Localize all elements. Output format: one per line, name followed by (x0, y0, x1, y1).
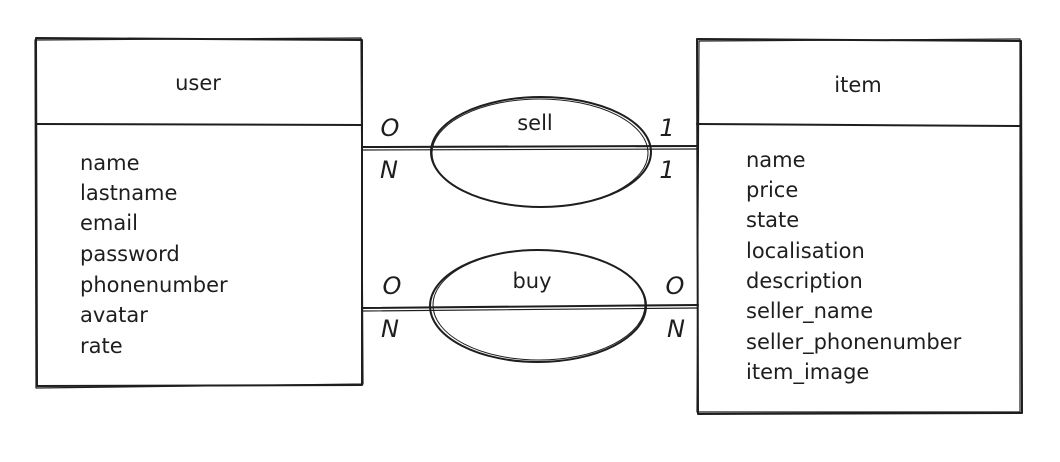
sell-label: sell (517, 111, 553, 135)
user-attribute: rate (80, 334, 123, 358)
user-attributes: name lastname email password phonenumber… (80, 151, 228, 358)
item-attribute: seller_name (746, 299, 873, 324)
user-attribute: password (80, 242, 180, 266)
user-attribute: phonenumber (80, 273, 228, 297)
item-attribute: localisation (746, 239, 865, 263)
sell-left-min-cardinality: O (381, 114, 400, 142)
item-attribute: name (746, 148, 806, 172)
user-attribute: lastname (80, 181, 177, 205)
sell-right-min-cardinality: 1 (659, 114, 674, 142)
user-attribute: avatar (80, 303, 148, 327)
sell-connector (361, 145, 699, 151)
user-entity-box (34, 37, 364, 389)
item-attribute: price (746, 178, 798, 202)
buy-right-min-cardinality: O (666, 272, 685, 300)
sell-left-max-cardinality: N (380, 156, 398, 184)
user-title: user (175, 71, 221, 95)
buy-connector (361, 304, 699, 312)
item-header-divider (696, 123, 1021, 127)
item-entity-box (696, 38, 1023, 415)
buy-right-max-cardinality: N (667, 315, 685, 343)
user-attribute: name (80, 151, 140, 175)
item-title: item (834, 73, 881, 97)
user-attribute: email (80, 211, 138, 235)
sell-right-max-cardinality: 1 (659, 156, 674, 184)
user-header-divider (35, 123, 363, 126)
buy-left-min-cardinality: O (383, 272, 402, 300)
buy-left-max-cardinality: N (381, 315, 399, 343)
item-attribute: item_image (746, 360, 869, 385)
item-attribute: seller_phonenumber (746, 330, 962, 355)
item-attribute: description (746, 269, 863, 293)
buy-label: buy (512, 269, 551, 293)
item-attribute: state (746, 208, 799, 232)
item-attributes: name price state localisation descriptio… (746, 148, 962, 385)
